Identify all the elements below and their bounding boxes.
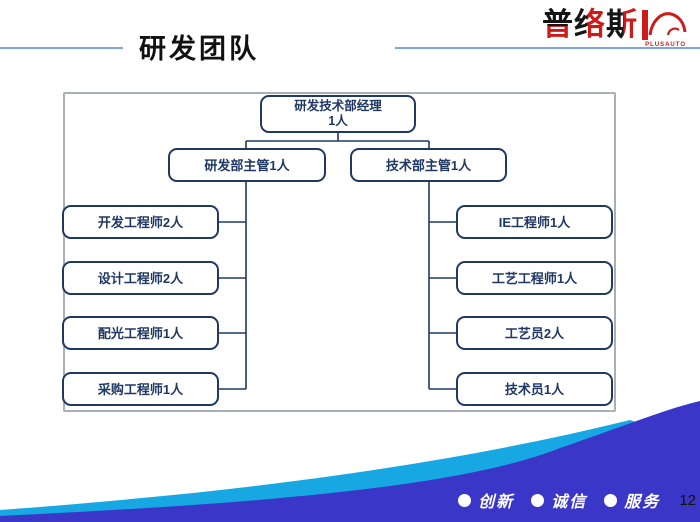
footer-value-item: 创新 [458,488,514,512]
footer-wave-graphic [0,401,700,522]
org-node-label: 配光工程师1人 [97,325,184,341]
logo-char: 斯 [606,7,638,42]
title-underline-right [395,47,700,49]
org-chart-frame [63,92,616,412]
org-node-rd-manager[interactable]: 研发部主管1人 [168,148,326,182]
org-node-root-title: 研发技术部经理 [294,99,382,113]
org-node-label: IE工程师1人 [498,214,571,230]
org-node-right-2[interactable]: 工艺工程师1人 [456,261,613,295]
org-node-left-4[interactable]: 采购工程师1人 [62,372,219,406]
bullet-dot-icon [458,493,472,507]
org-node-label: 技术员1人 [504,381,565,397]
page-title: 研发团队 [139,34,259,64]
truck-icon [642,10,687,40]
bullet-dot-icon [531,493,545,507]
org-node-left-1[interactable]: 开发工程师2人 [62,205,219,239]
page-number: 12 [679,491,696,509]
org-node-root[interactable]: 研发技术部经理 1人 [260,95,416,133]
logo-subtext: PLUSAUTO [645,42,686,48]
org-node-right-3[interactable]: 工艺员2人 [456,316,613,350]
org-node-label: 开发工程师2人 [97,214,184,230]
footer-value-label: 服务 [624,494,661,511]
company-logo: 普络斯 PLUSAUTO [542,6,692,52]
footer-value-label: 诚信 [551,494,588,511]
footer-value-label: 创新 [478,494,515,511]
org-node-label: 技术部主管1人 [385,157,472,173]
logo-wordmark: 普络斯 [542,9,638,40]
footer-value-item: 诚信 [531,488,587,512]
org-node-left-3[interactable]: 配光工程师1人 [62,316,219,350]
footer-values-bar: 创新 诚信 服务 12 [458,488,696,512]
footer-value-item: 服务 [604,488,660,512]
org-node-label: 研发部主管1人 [204,157,290,173]
org-node-label: 工艺员2人 [504,325,565,341]
org-node-label: 设计工程师2人 [97,270,184,286]
org-node-label: 采购工程师1人 [97,381,184,397]
org-node-tech-manager[interactable]: 技术部主管1人 [350,148,507,182]
org-node-left-2[interactable]: 设计工程师2人 [62,261,219,295]
org-node-right-1[interactable]: IE工程师1人 [456,205,613,239]
org-node-right-4[interactable]: 技术员1人 [456,372,613,406]
org-node-root-count: 1人 [328,114,348,128]
logo-char: 普 [542,7,574,42]
bullet-dot-icon [604,493,618,507]
org-node-label: 工艺工程师1人 [491,270,578,286]
logo-char: 络 [574,7,606,42]
title-underline-left [0,47,123,49]
